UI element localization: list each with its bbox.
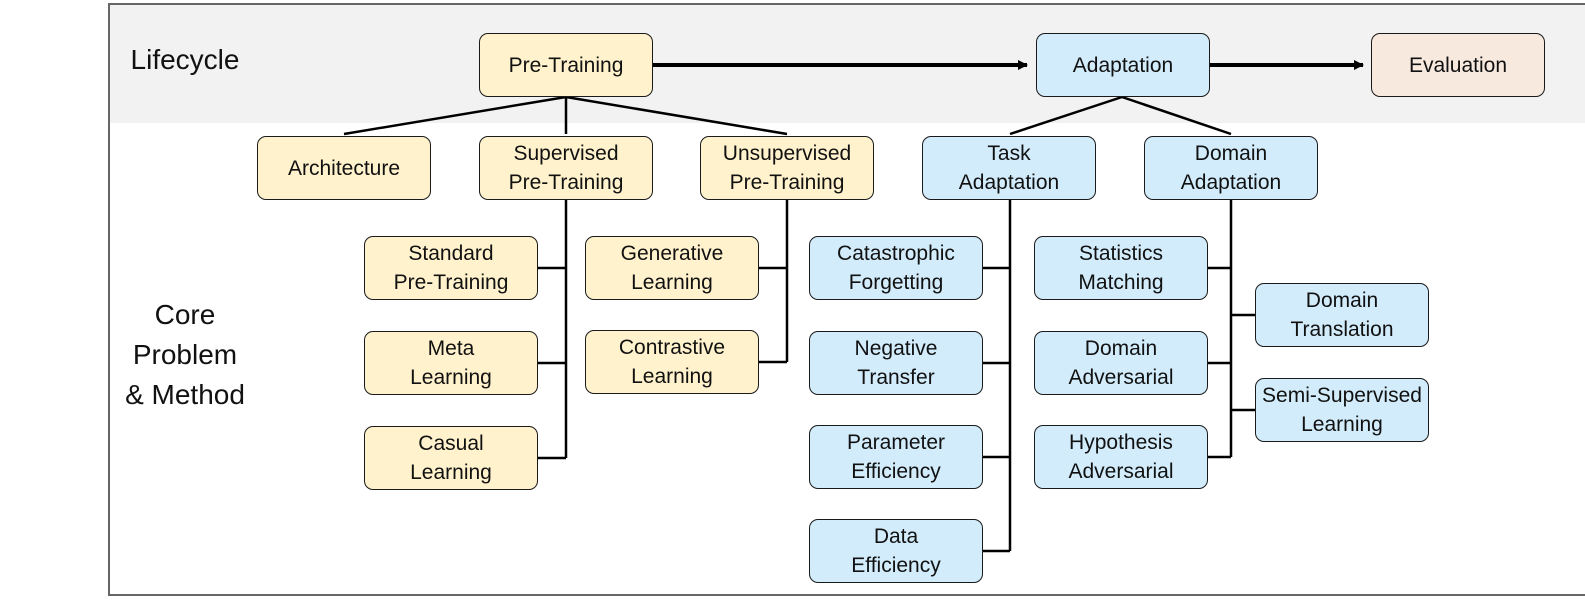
node-catastrophic-forgetting: Catastrophic Forgetting xyxy=(809,236,983,300)
edge-pt-unsupervised xyxy=(565,95,788,136)
node-domain-adversarial: Domain Adversarial xyxy=(1034,331,1208,395)
node-supervised-pre-training: Supervised Pre-Training xyxy=(479,136,653,200)
node-domain-translation: Domain Translation xyxy=(1255,283,1429,347)
node-domain-adaptation: Domain Adaptation xyxy=(1144,136,1318,200)
node-parameter-efficiency: Parameter Efficiency xyxy=(809,425,983,489)
edge-ad-task xyxy=(1009,95,1123,136)
node-pre-training: Pre-Training xyxy=(479,33,653,97)
row-label-core-problem: Core Problem & Method xyxy=(125,299,245,410)
node-task-adaptation: Task Adaptation xyxy=(922,136,1096,200)
node-statistics-matching: Statistics Matching xyxy=(1034,236,1208,300)
edge-ad-domain xyxy=(1121,95,1232,136)
node-generative-learning: Generative Learning xyxy=(585,236,759,300)
node-contrastive-learning: Contrastive Learning xyxy=(585,330,759,394)
node-hypothesis-adversarial: Hypothesis Adversarial xyxy=(1034,425,1208,489)
node-adaptation: Adaptation xyxy=(1036,33,1210,97)
node-standard-pre-training: Standard Pre-Training xyxy=(364,236,538,300)
node-negative-transfer: Negative Transfer xyxy=(809,331,983,395)
node-semi-supervised-learning: Semi-Supervised Learning xyxy=(1255,378,1429,442)
node-data-efficiency: Data Efficiency xyxy=(809,519,983,583)
node-evaluation: Evaluation xyxy=(1371,33,1545,97)
edge-pt-architecture xyxy=(343,95,567,136)
node-meta-learning: Meta Learning xyxy=(364,331,538,395)
node-architecture: Architecture xyxy=(257,136,431,200)
row-label-lifecycle: Lifecycle xyxy=(130,44,240,75)
node-unsupervised-pre-training: Unsupervised Pre-Training xyxy=(700,136,874,200)
diagram-frame xyxy=(108,3,1585,596)
node-casual-learning: Casual Learning xyxy=(364,426,538,490)
